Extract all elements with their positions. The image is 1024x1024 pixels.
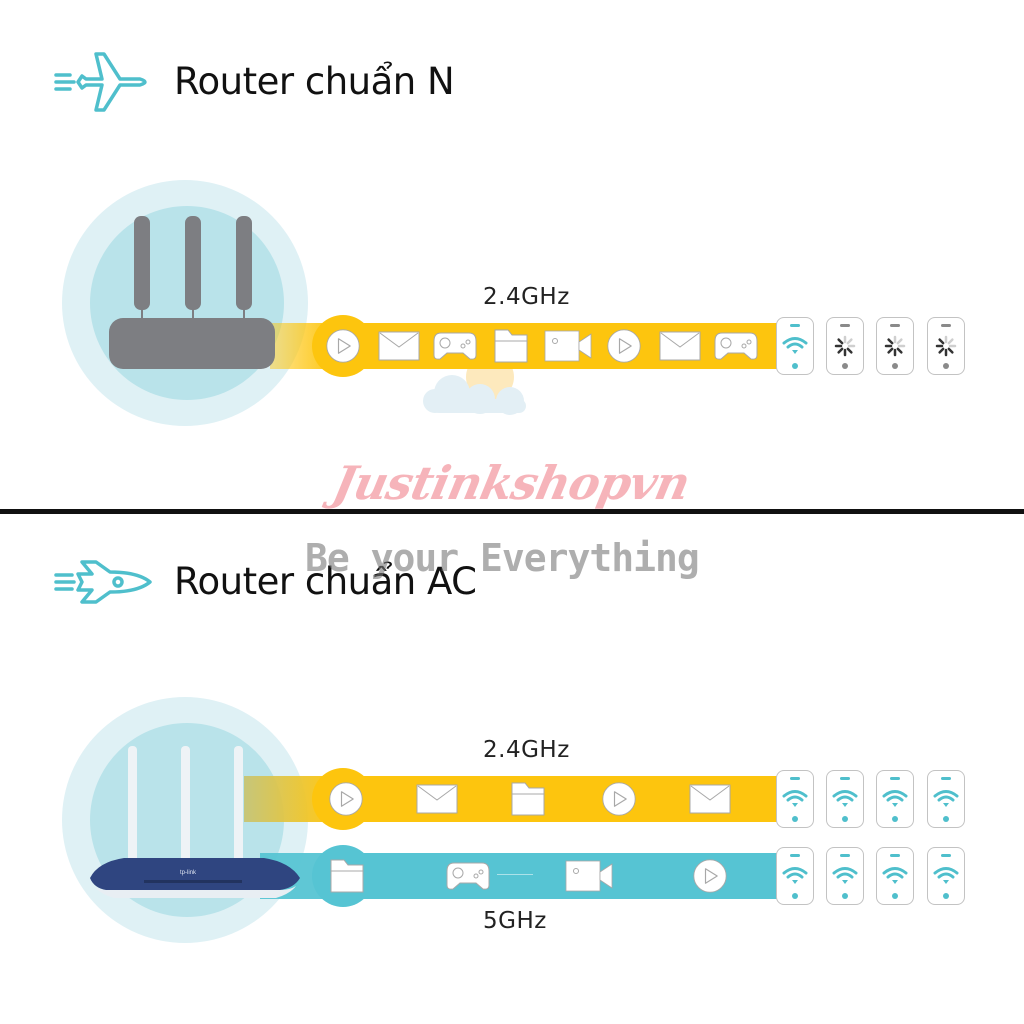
wifi-icon	[933, 866, 959, 891]
band-label-5ghz-ac: 5GHz	[483, 908, 547, 934]
device-connected	[876, 770, 914, 828]
home-button	[792, 816, 798, 822]
loading-spinner-icon	[884, 335, 906, 362]
play-icon	[328, 781, 364, 822]
play-icon	[692, 858, 728, 899]
section-divider	[0, 509, 1024, 514]
home-button	[792, 893, 798, 899]
wifi-icon	[782, 789, 808, 814]
device-connected	[776, 847, 814, 905]
home-button	[792, 363, 798, 369]
speaker-slot	[941, 777, 951, 780]
loading-spinner-icon	[834, 335, 856, 362]
device-connected	[927, 770, 965, 828]
speaker-slot	[790, 854, 800, 857]
rocket-icon	[52, 556, 154, 608]
wifi-icon	[782, 336, 808, 361]
video-camera-icon	[544, 330, 592, 367]
speaker-slot	[790, 777, 800, 780]
svg-text:tp-link: tp-link	[180, 870, 197, 876]
device-loading	[826, 317, 864, 375]
device-connected	[876, 847, 914, 905]
speaker-slot	[941, 324, 951, 327]
gamepad-icon	[433, 331, 477, 366]
video-camera-icon	[565, 860, 613, 897]
home-button	[943, 893, 949, 899]
home-button	[943, 816, 949, 822]
folder-icon	[494, 329, 528, 368]
device-connected	[826, 847, 864, 905]
speaker-slot	[890, 777, 900, 780]
mail-icon	[378, 331, 420, 366]
play-icon	[606, 328, 642, 369]
speaker-slot	[840, 854, 850, 857]
gray-router	[108, 210, 278, 370]
section-title-ac: Router chuẩn AC	[174, 560, 477, 603]
speaker-slot	[790, 324, 800, 327]
wifi-icon	[933, 789, 959, 814]
home-button	[892, 893, 898, 899]
play-icon	[325, 328, 361, 369]
airplane-icon	[52, 50, 154, 114]
mail-icon	[416, 784, 458, 819]
band-separator	[497, 874, 533, 875]
home-button	[842, 363, 848, 369]
section-title-n: Router chuẩn N	[174, 60, 455, 103]
speaker-slot	[890, 324, 900, 327]
home-button	[943, 363, 949, 369]
speaker-slot	[840, 324, 850, 327]
gamepad-icon	[714, 331, 758, 366]
watermark-tagline: Be your Everything	[305, 536, 700, 580]
wifi-icon	[882, 866, 908, 891]
home-button	[842, 893, 848, 899]
watermark-brand: Justinkshopvn	[328, 456, 695, 510]
wifi-icon	[832, 866, 858, 891]
device-connected	[826, 770, 864, 828]
device-loading	[876, 317, 914, 375]
folder-icon	[511, 782, 545, 821]
play-icon	[601, 781, 637, 822]
device-connected	[776, 770, 814, 828]
home-button	[892, 363, 898, 369]
mail-icon	[659, 331, 701, 366]
home-button	[842, 816, 848, 822]
mail-icon	[689, 784, 731, 819]
wifi-icon	[882, 789, 908, 814]
tp-link-router: tp-link	[84, 740, 304, 910]
speaker-slot	[941, 854, 951, 857]
band-label-24ghz-ac: 2.4GHz	[483, 737, 570, 763]
speaker-slot	[840, 777, 850, 780]
wifi-icon	[782, 866, 808, 891]
speaker-slot	[890, 854, 900, 857]
gamepad-icon	[446, 861, 490, 896]
loading-spinner-icon	[935, 335, 957, 362]
home-button	[892, 816, 898, 822]
device-connected	[776, 317, 814, 375]
device-connected	[927, 847, 965, 905]
wifi-icon	[832, 789, 858, 814]
device-loading	[927, 317, 965, 375]
folder-icon	[330, 859, 364, 898]
band-label-24ghz-n: 2.4GHz	[483, 284, 570, 310]
